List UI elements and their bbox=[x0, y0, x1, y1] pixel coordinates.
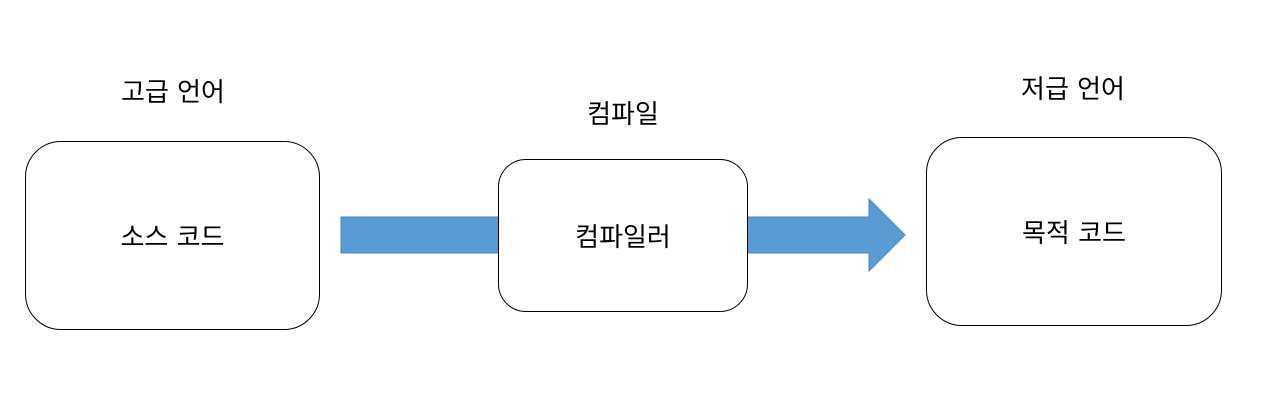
compiler-box: 컴파일러 bbox=[498, 159, 748, 312]
compiler-text: 컴파일러 bbox=[575, 223, 671, 253]
high-level-language-label: 고급 언어 bbox=[121, 78, 225, 108]
source-code-box: 소스 코드 bbox=[25, 141, 320, 330]
low-level-language-label: 저급 언어 bbox=[1021, 75, 1125, 105]
source-code-text: 소스 코드 bbox=[120, 223, 225, 253]
object-code-text: 목적 코드 bbox=[1022, 219, 1126, 249]
compile-label: 컴파일 bbox=[587, 100, 659, 130]
object-code-box: 목적 코드 bbox=[926, 137, 1222, 326]
